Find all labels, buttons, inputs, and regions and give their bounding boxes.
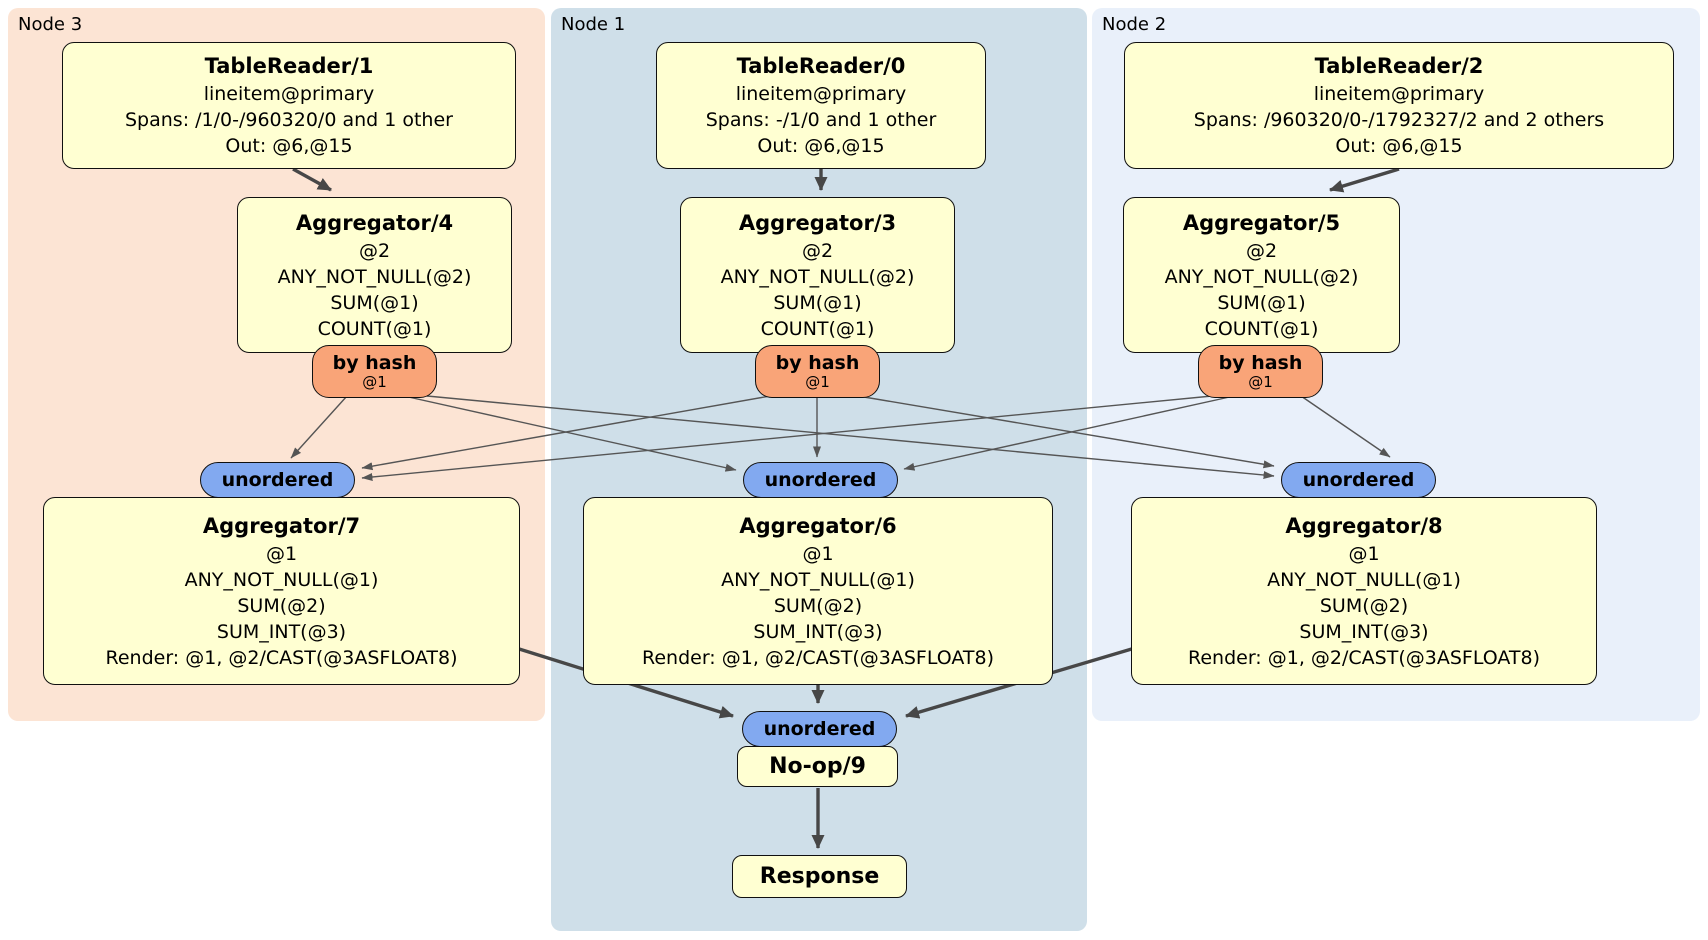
processor-line: Spans: -/1/0 and 1 other [705,109,937,131]
node-region-label: Node 2 [1102,14,1167,35]
processor-line: Out: @6,@15 [225,135,353,157]
edge [361,395,1213,481]
processor-line: SUM_INT(@3) [216,620,347,643]
node-region-label: Node 1 [561,14,626,35]
processor-line: lineitem@primary [735,83,907,105]
processor-aggregator-8: Aggregator/8 @1 ANY_NOT_NULL(@1) SUM(@2)… [1131,497,1597,685]
hash-router-detail: @1 [805,373,830,391]
edge [292,167,332,192]
edge [1329,167,1400,193]
processor-line: COUNT(@1) [1204,317,1319,340]
processor-line: Render: @1, @2/CAST(@3ASFLOAT8) [1188,646,1540,669]
processor-line: SUM(@2) [237,594,326,617]
processor-title: Aggregator/8 [1285,513,1443,538]
processor-title: Aggregator/6 [739,513,897,538]
unordered-sync-node2: unordered [1281,462,1436,498]
unordered-sync-label: unordered [221,469,334,491]
processor-line: Spans: /1/0-/960320/0 and 1 other [125,109,453,131]
hash-router-node3: by hash @1 [312,345,437,398]
edge [426,395,1275,479]
processor-line: Spans: /960320/0-/1792327/2 and 2 others [1193,109,1605,131]
processor-title: Aggregator/3 [738,210,897,235]
processor-line: @2 [358,239,391,262]
processor-line: ANY_NOT_NULL(@1) [1267,568,1461,591]
processor-line: ANY_NOT_NULL(@2) [720,265,915,288]
processor-noop-9: No-op/9 [737,746,898,787]
processor-tablereader-1: TableReader/1 lineitem@primary Spans: /1… [62,42,516,169]
processor-line: lineitem@primary [1313,83,1485,105]
unordered-sync-final: unordered [742,711,897,747]
processor-line: ANY_NOT_NULL(@2) [277,265,472,288]
processor-line: lineitem@primary [203,83,375,105]
processor-line: SUM_INT(@3) [753,620,883,643]
processor-line: @1 [265,542,298,565]
processor-line: COUNT(@1) [317,317,432,340]
processor-title: Response [759,863,880,889]
processor-line: Out: @6,@15 [757,135,885,157]
processor-line: SUM(@1) [1217,291,1306,314]
unordered-sync-label: unordered [763,718,876,740]
processor-line: SUM(@1) [773,291,862,314]
processor-title: Aggregator/4 [295,210,454,235]
unordered-sync-node1: unordered [743,462,898,498]
processor-line: SUM(@2) [1319,594,1409,617]
edge [403,395,737,472]
processor-line: SUM(@2) [773,594,863,617]
hash-router-label: by hash [332,352,417,374]
hash-router-label: by hash [1218,352,1303,374]
processor-title: TableReader/2 [1314,54,1484,78]
hash-router-node1: by hash @1 [755,345,880,398]
processor-title: TableReader/1 [204,54,374,78]
unordered-sync-label: unordered [1302,469,1415,491]
hash-router-label: by hash [775,352,860,374]
processor-aggregator-4: Aggregator/4 @2 ANY_NOT_NULL(@2) SUM(@1)… [237,197,512,353]
processor-line: @1 [802,542,834,565]
edge [857,395,1275,469]
hash-router-detail: @1 [362,373,387,391]
processor-aggregator-7: Aggregator/7 @1 ANY_NOT_NULL(@1) SUM(@2)… [43,497,520,685]
processor-line: SUM_INT(@3) [1299,620,1429,643]
unordered-sync-node3: unordered [200,462,355,498]
hash-router-node2: by hash @1 [1198,345,1323,398]
processor-line: Out: @6,@15 [1335,135,1463,157]
hash-router-detail: @1 [1248,373,1273,391]
processor-line: @1 [1348,542,1380,565]
processor-line: COUNT(@1) [760,317,875,340]
edge [290,395,348,459]
processor-line: ANY_NOT_NULL(@2) [1164,265,1359,288]
processor-title: TableReader/0 [736,54,906,78]
processor-aggregator-6: Aggregator/6 @1 ANY_NOT_NULL(@1) SUM(@2)… [583,497,1053,685]
node-region-label: Node 3 [18,14,83,35]
processor-line: Render: @1, @2/CAST(@3ASFLOAT8) [642,646,994,669]
processor-line: SUM(@1) [330,291,419,314]
processor-line: Render: @1, @2/CAST(@3ASFLOAT8) [105,646,458,669]
unordered-sync-label: unordered [764,469,877,491]
processor-line: ANY_NOT_NULL(@1) [184,568,379,591]
processor-line: @2 [801,239,834,262]
processor-line: @2 [1245,239,1278,262]
processor-title: Aggregator/7 [202,513,361,538]
processor-aggregator-3: Aggregator/3 @2 ANY_NOT_NULL(@2) SUM(@1)… [680,197,955,353]
edge [1300,395,1391,458]
processor-tablereader-0: TableReader/0 lineitem@primary Spans: -/… [656,42,986,169]
edge [903,395,1235,471]
processor-line: ANY_NOT_NULL(@1) [721,568,915,591]
processor-response: Response [732,855,907,898]
processor-title: No-op/9 [769,753,866,779]
processor-aggregator-5: Aggregator/5 @2 ANY_NOT_NULL(@2) SUM(@1)… [1123,197,1400,353]
processor-title: Aggregator/5 [1182,210,1341,235]
processor-tablereader-2: TableReader/2 lineitem@primary Spans: /9… [1124,42,1674,169]
